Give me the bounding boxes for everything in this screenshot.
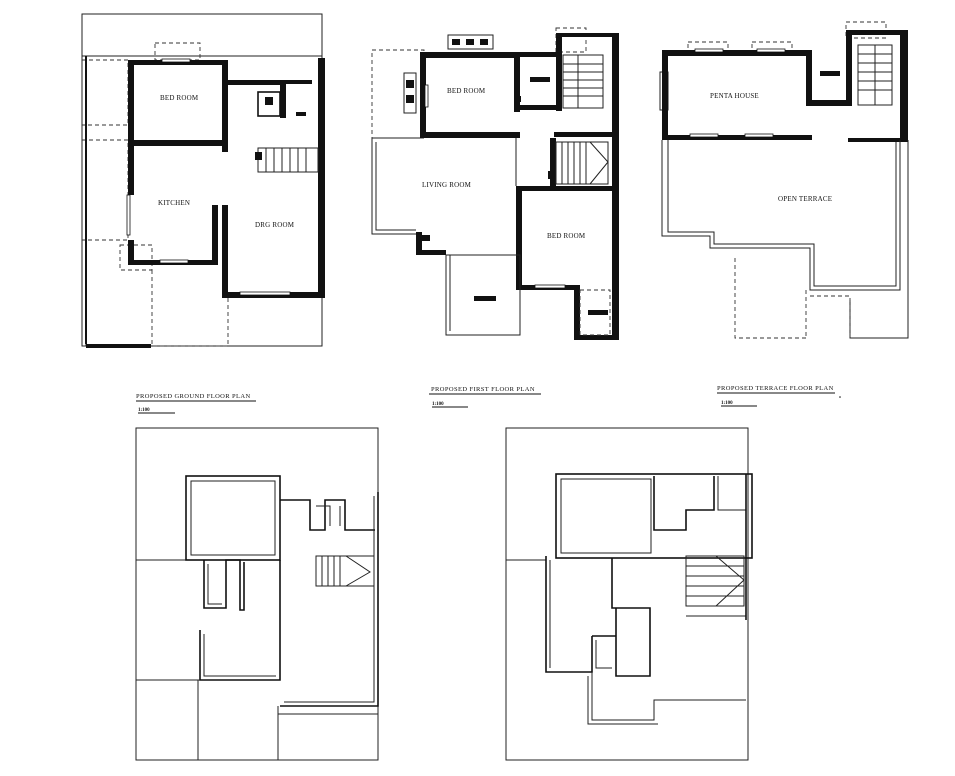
first-room-label-2: LIVING ROOM [422, 181, 472, 189]
terrace-floor-scale: 1:100 [721, 401, 733, 406]
lower-right-line-plan [505, 427, 753, 761]
first-room-label-3: BED ROOM [547, 232, 586, 240]
lower-left-line-plan [135, 427, 379, 761]
terrace-floor-title: PROPOSED TERRACE FLOOR PLAN [717, 385, 834, 392]
first-room-label-1: BED ROOM [447, 87, 486, 95]
ground-floor-plan: BED ROOM KITCHEN DRG ROOM PROPOSED GROUN… [81, 13, 325, 414]
ground-room-label-1: BED ROOM [160, 94, 199, 102]
first-floor-scale: 1:100 [432, 402, 444, 407]
ground-floor-scale: 1:100 [138, 408, 150, 413]
terrace-room-label-2: OPEN TERRACE [778, 195, 832, 203]
first-floor-plan: BED ROOM LIVING ROOM BED ROOM PROPOSED F… [371, 27, 619, 408]
ground-room-label-3: DRG ROOM [255, 221, 295, 229]
first-floor-title: PROPOSED FIRST FLOOR PLAN [431, 386, 535, 393]
ground-room-label-2: KITCHEN [158, 199, 190, 207]
terrace-room-label-1: PENTA HOUSE [710, 92, 759, 100]
terrace-floor-plan: PENTA HOUSE OPEN TERRACE PROPOSED TERRAC… [659, 21, 909, 407]
ground-floor-title: PROPOSED GROUND FLOOR PLAN [136, 393, 251, 400]
